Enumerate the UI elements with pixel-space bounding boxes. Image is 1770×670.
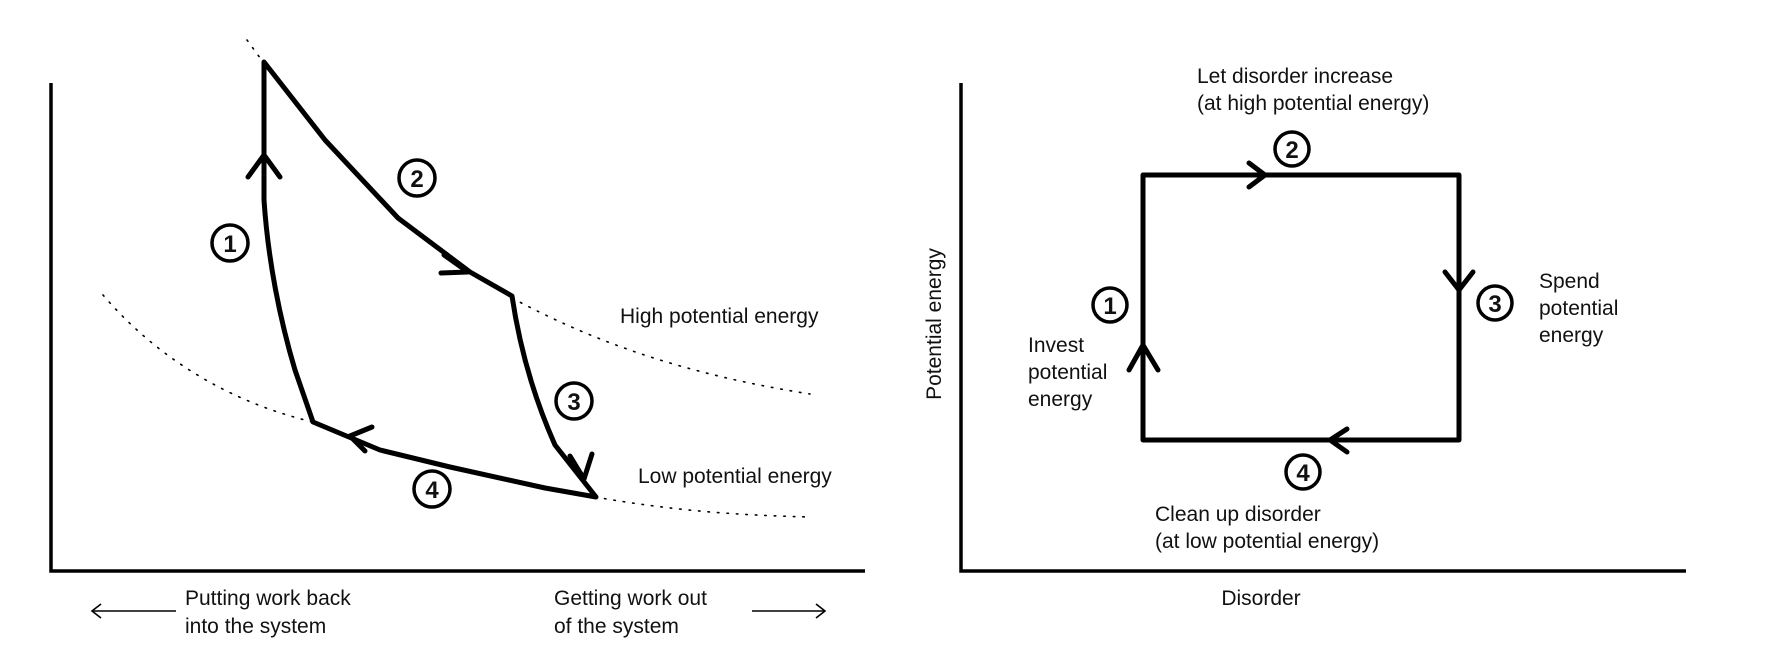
right-step3-arrow — [1442, 269, 1476, 293]
svg-text:1: 1 — [1103, 293, 1116, 320]
left-step-4: 4 — [412, 469, 452, 509]
x-axis-label: Disorder — [1221, 587, 1300, 610]
right-diagram: Potential energy Disorder 1 2 3 4 Inve — [923, 65, 1686, 610]
svg-text:Putting work back: Putting work back — [185, 587, 351, 610]
high-energy-label: High potential energy — [620, 305, 819, 328]
right-step4-arrow — [1327, 426, 1350, 455]
right-step-2: 2 — [1273, 130, 1311, 168]
step1-arrow — [245, 152, 283, 180]
right-step4-text: Clean up disorder (at low potential ener… — [1155, 503, 1379, 553]
svg-text:4: 4 — [1296, 460, 1310, 487]
svg-text:(at high potential energy): (at high potential energy) — [1197, 92, 1429, 115]
right-axes — [959, 83, 1686, 573]
svg-text:(at low potential energy): (at low potential energy) — [1155, 530, 1379, 553]
svg-text:Invest: Invest — [1028, 334, 1084, 357]
svg-text:4: 4 — [425, 477, 439, 504]
svg-text:Getting work out: Getting work out — [554, 587, 707, 610]
left-axes — [49, 83, 865, 573]
low-energy-label: Low potential energy — [638, 465, 832, 488]
y-axis-label: Potential energy — [923, 248, 946, 400]
step2-arrow — [438, 252, 471, 276]
left-note-work-out: Getting work out of the system — [554, 587, 827, 638]
right-step-3: 3 — [1476, 284, 1514, 322]
right-step3-text: Spend potential energy — [1539, 270, 1618, 347]
step3-arrow — [567, 451, 595, 482]
svg-text:potential: potential — [1028, 361, 1107, 384]
left-cycle-path — [261, 59, 599, 500]
step4-arrow — [347, 424, 375, 454]
svg-text:potential: potential — [1539, 297, 1618, 320]
right-step2-text: Let disorder increase (at high potential… — [1197, 65, 1429, 115]
svg-text:energy: energy — [1539, 324, 1604, 347]
svg-text:3: 3 — [1488, 291, 1501, 318]
high-energy-curve — [246, 39, 811, 395]
low-energy-curve — [102, 294, 811, 518]
right-step-1: 1 — [1091, 286, 1129, 324]
right-step-4: 4 — [1284, 453, 1322, 491]
svg-text:2: 2 — [410, 166, 423, 193]
svg-text:Spend: Spend — [1539, 270, 1600, 293]
svg-text:2: 2 — [1285, 137, 1298, 164]
svg-text:3: 3 — [567, 389, 580, 416]
left-note-work-in: Putting work back into the system — [90, 587, 351, 638]
left-step-2: 2 — [397, 158, 437, 198]
svg-text:Clean up disorder: Clean up disorder — [1155, 503, 1321, 526]
svg-text:energy: energy — [1028, 388, 1093, 411]
svg-text:into the system: into the system — [185, 615, 326, 638]
svg-text:Let disorder increase: Let disorder increase — [1197, 65, 1393, 88]
left-step-3: 3 — [554, 381, 594, 421]
right-step2-arrow — [1246, 160, 1268, 190]
right-cycle-rect — [1140, 172, 1462, 443]
right-step1-text: Invest potential energy — [1028, 334, 1107, 411]
right-step1-arrow — [1126, 342, 1161, 373]
left-step-1: 1 — [210, 223, 250, 263]
svg-text:of the system: of the system — [554, 615, 679, 638]
left-diagram: 1 2 3 4 High potential energy Low potent… — [49, 39, 865, 638]
svg-text:1: 1 — [223, 231, 236, 258]
